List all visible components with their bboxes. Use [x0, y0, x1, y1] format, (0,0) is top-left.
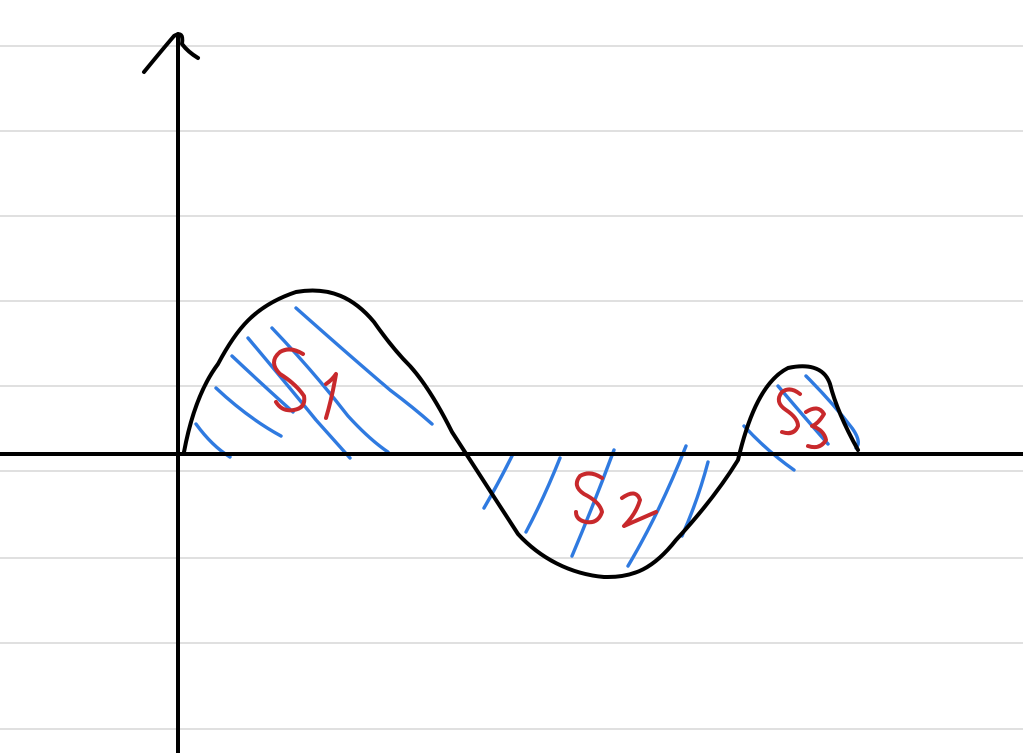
hatch-stroke — [214, 386, 283, 438]
function-curve — [182, 288, 860, 580]
hatch-stroke — [482, 454, 514, 510]
region-s2-hatching — [482, 444, 710, 568]
label-s2-digit — [620, 491, 658, 528]
region-s1-hatching — [194, 306, 434, 460]
region-label-s3: S3 — [776, 387, 828, 450]
hatch-stroke — [524, 456, 562, 534]
hatch-stroke — [570, 448, 616, 558]
arrow-up-icon — [142, 32, 200, 74]
label-s3-digit — [804, 406, 828, 450]
hatch-stroke — [230, 354, 295, 414]
hatch-stroke — [776, 384, 830, 446]
label-s2-letter — [574, 471, 604, 525]
region-label-s1: S1 — [272, 347, 338, 420]
label-s3-text: S3 — [800, 419, 802, 421]
hatch-stroke — [246, 336, 352, 460]
hatch-stroke — [742, 424, 796, 472]
hatch-stroke — [626, 444, 688, 568]
ruled-lines — [0, 45, 1023, 730]
hatch-stroke — [294, 306, 434, 426]
label-s1-digit — [324, 372, 338, 420]
hatch-stroke — [804, 374, 860, 450]
hatch-stroke — [680, 460, 710, 538]
label-s1-letter — [272, 347, 307, 413]
label-s3-letter — [776, 387, 802, 436]
region-label-s2: S2 — [574, 471, 658, 528]
axes — [0, 32, 1023, 753]
